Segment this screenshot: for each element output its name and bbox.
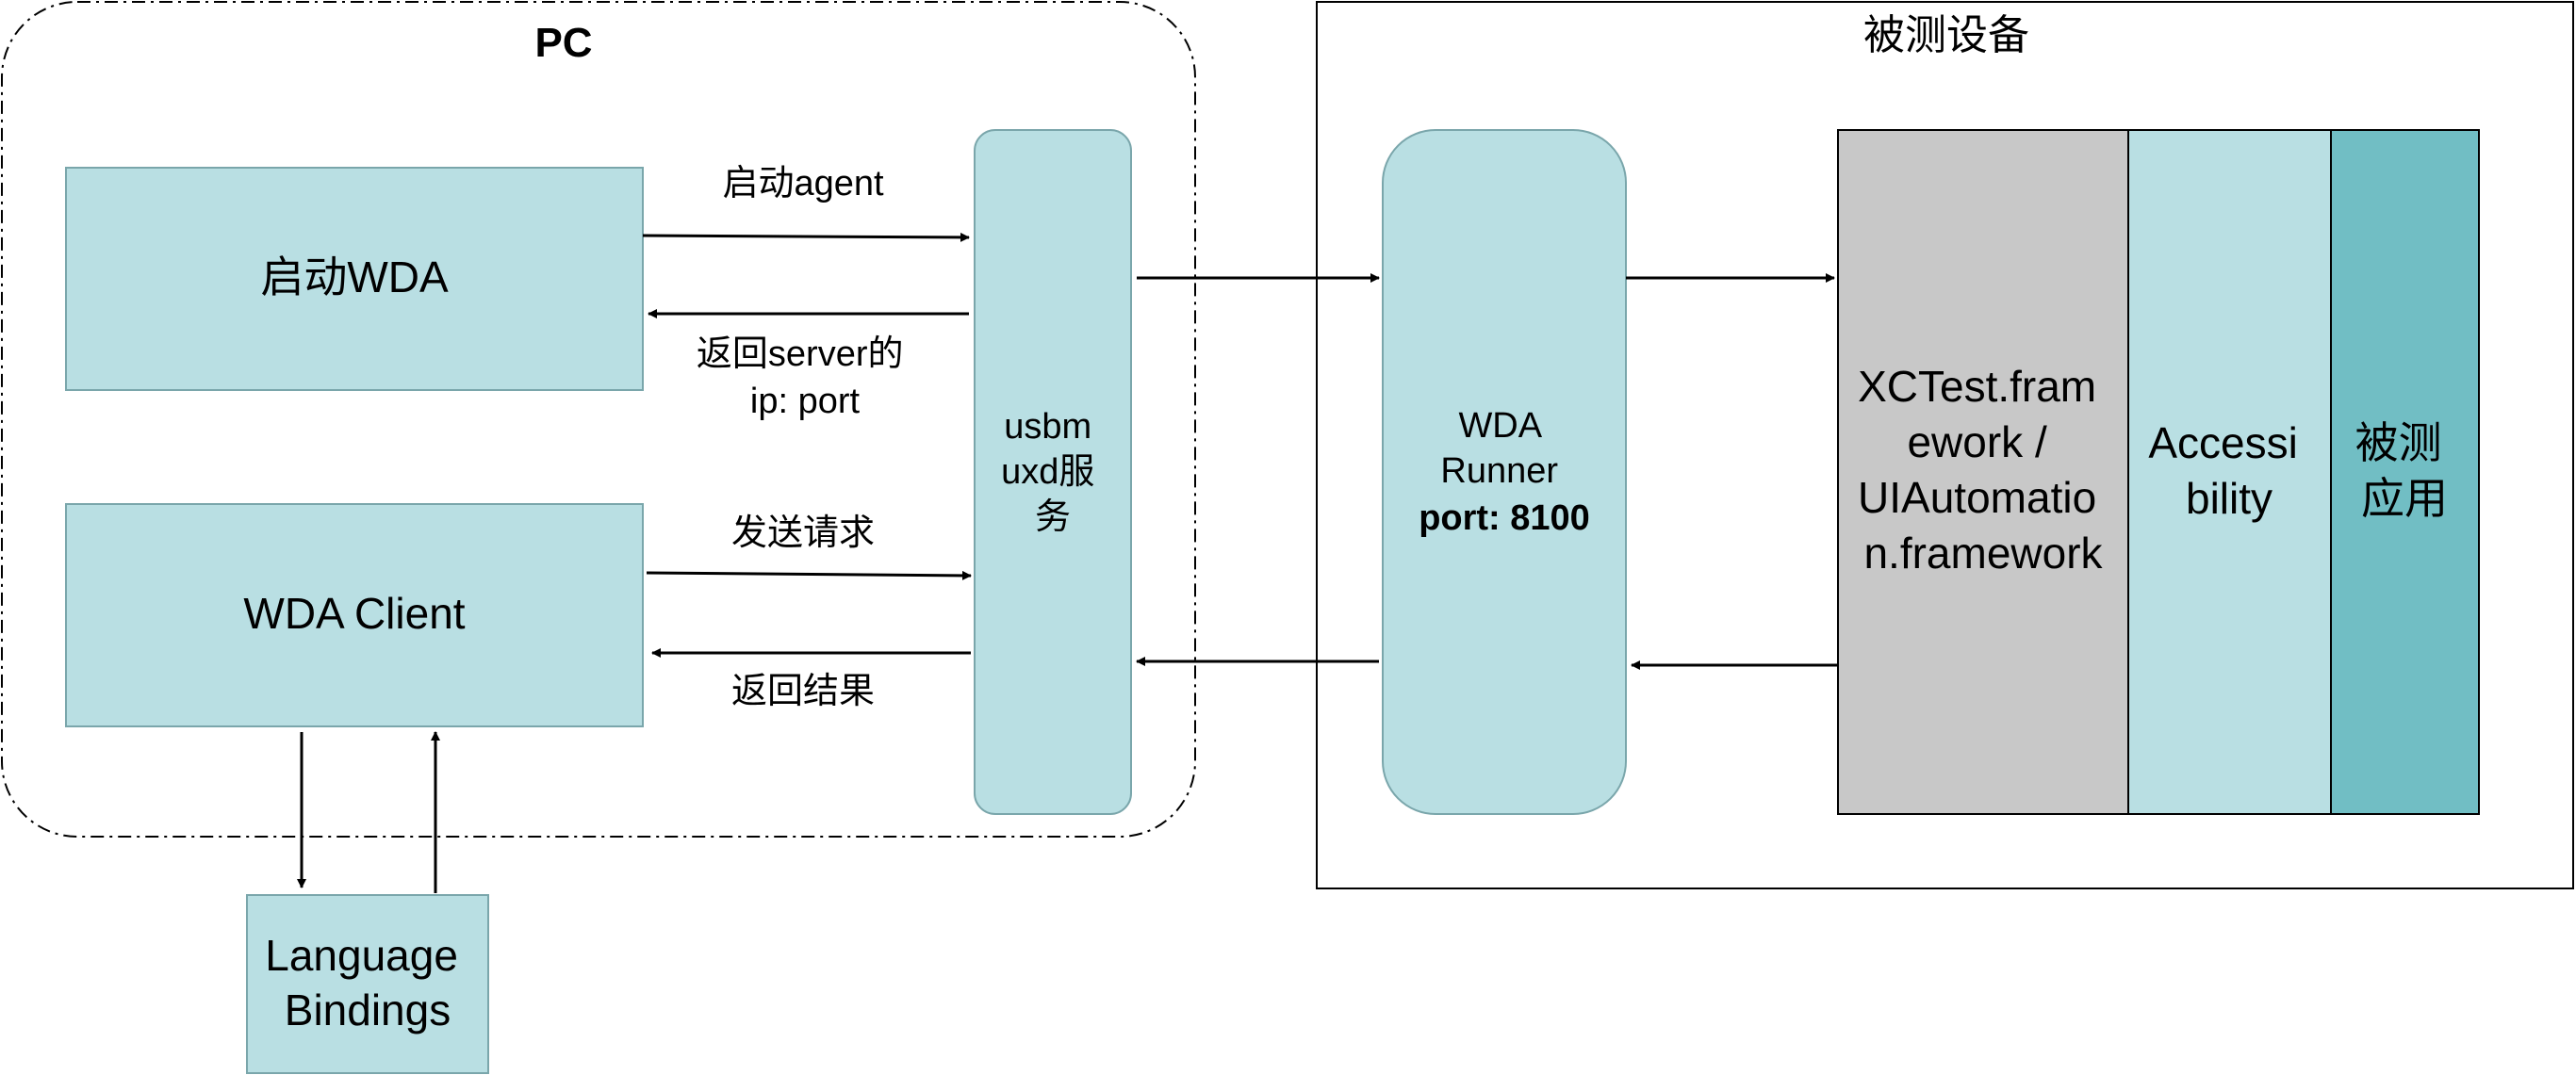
label-return-server-line-1: 返回server的	[697, 334, 904, 374]
label-send-request: 发送请求	[731, 513, 875, 553]
usbmuxd-line-1: usbm	[1004, 407, 1091, 447]
wda-client-label: WDA Client	[243, 589, 465, 638]
start-wda-box	[65, 167, 644, 391]
pc-group-label: PC	[534, 20, 592, 66]
xctest-line-1: XCTest.fram	[1858, 362, 2096, 411]
usbmuxd-line-3: 务	[1035, 497, 1071, 537]
wda-runner-line-2: Runner	[1440, 451, 1558, 491]
arrow-start-agent	[642, 232, 970, 242]
device-group-frame	[1316, 1, 2574, 889]
language-bindings-box	[246, 894, 489, 1074]
device-group-label: 被测设备	[1863, 12, 2029, 58]
usbmuxd-label: usbm uxd服 务	[1001, 407, 1105, 537]
app-under-test-label: 被测 应用	[2355, 418, 2454, 523]
wda-runner-label: WDA Runner port: 8100	[1419, 406, 1590, 538]
label-start-agent: 启动agent	[722, 164, 884, 204]
wda-runner-box	[1382, 129, 1627, 815]
usbmuxd-box	[974, 129, 1132, 815]
language-bindings-label: Language Bindings	[265, 931, 469, 1034]
app-under-test-box	[2330, 129, 2480, 815]
label-return-result: 返回结果	[731, 672, 875, 711]
xctest-line-3: UIAutomatio	[1858, 473, 2096, 522]
app-under-test-line-1: 被测	[2355, 418, 2442, 467]
arrow-send-request	[646, 570, 972, 580]
start-wda-label: 启动WDA	[260, 252, 449, 301]
accessibility-box	[2127, 129, 2332, 815]
xctest-framework-box	[1837, 129, 2129, 815]
xctest-framework-label: XCTest.fram ework / UIAutomatio n.framew…	[1858, 362, 2108, 578]
accessibility-line-1: Accessi	[2148, 418, 2297, 467]
wda-client-box	[65, 503, 644, 727]
pc-group-frame	[1, 1, 1196, 838]
language-bindings-line-2: Bindings	[285, 985, 451, 1034]
xctest-line-4: n.framework	[1863, 529, 2103, 578]
label-return-server-line-2: ip: port	[750, 382, 861, 421]
app-under-test-line-2: 应用	[2361, 474, 2448, 523]
wda-runner-line-1: WDA	[1458, 406, 1542, 446]
label-return-server: 返回server的 ip: port	[697, 334, 913, 421]
wda-runner-port: port: 8100	[1419, 498, 1590, 538]
xctest-line-2: ework /	[1907, 417, 2046, 466]
language-bindings-line-1: Language	[265, 931, 458, 980]
accessibility-line-2: bility	[2186, 474, 2272, 523]
accessibility-label: Accessi bility	[2148, 418, 2309, 523]
usbmuxd-line-2: uxd服	[1001, 452, 1094, 492]
